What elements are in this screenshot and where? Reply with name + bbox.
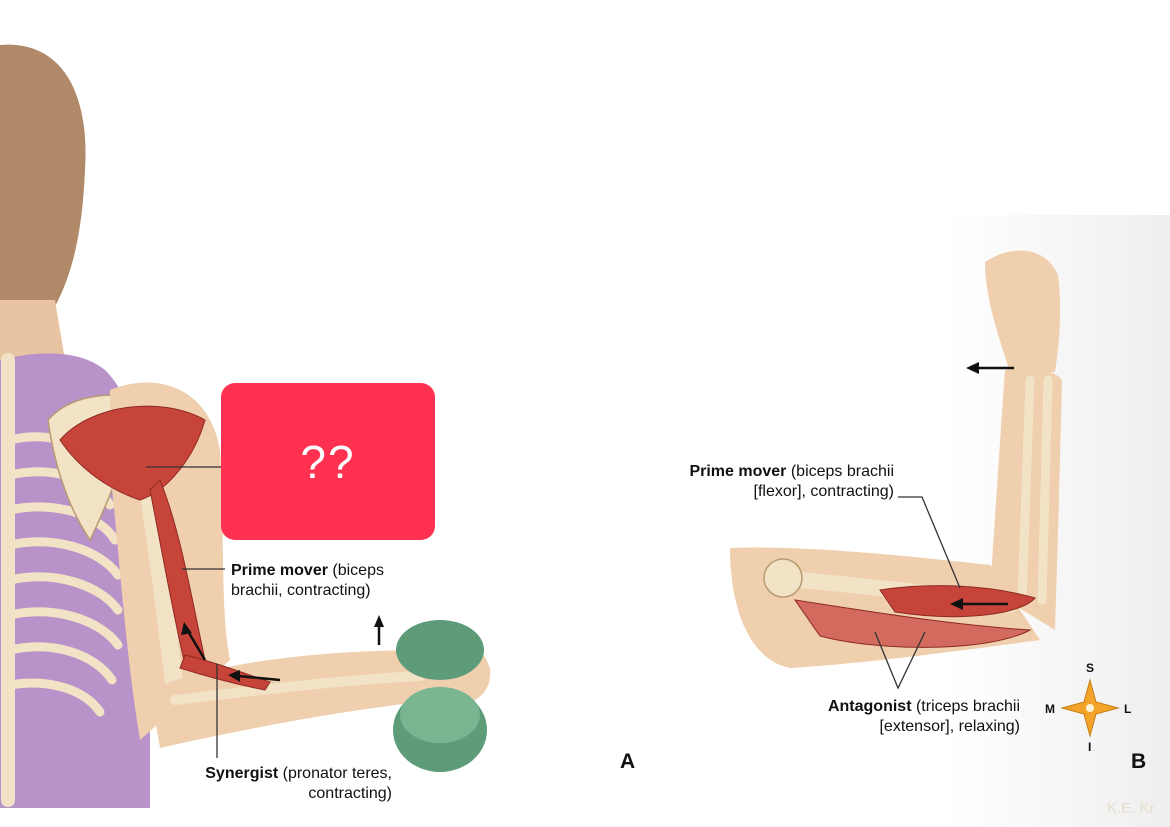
compass-rose-icon (1060, 678, 1120, 738)
label-a-synergist-line1: (pronator teres, (278, 765, 392, 782)
hidden-label-text: ?? (300, 435, 356, 488)
deltoid-muscle (59, 405, 206, 501)
motion-arrows-b (950, 362, 1014, 610)
forearm-bones (170, 671, 425, 705)
compass-superior-label: S (1086, 661, 1095, 675)
label-b-antagonist-term: Antagonist (827, 698, 912, 715)
label-a-prime-mover: Prime mover (biceps brachii, contracting… (231, 561, 384, 601)
b-hand (985, 250, 1061, 372)
label-b-antagonist: Antagonist (triceps brachii [extensor], … (720, 697, 1020, 737)
label-b-prime-mover-line1: (biceps brachii (786, 463, 894, 480)
panel-label-b: B (1131, 750, 1147, 773)
label-b-prime-mover: Prime mover (biceps brachii [flexor], co… (600, 462, 894, 502)
label-b-antagonist-line1: (triceps brachii (911, 698, 1020, 715)
hair (0, 44, 86, 330)
dumbbell (393, 620, 487, 772)
pronator-teres-muscle (179, 654, 271, 691)
label-a-prime-mover-term: Prime mover (231, 562, 328, 579)
label-a-synergist-term: Synergist (205, 765, 279, 782)
panel-b-figure (730, 250, 1120, 738)
leader-lines-b (874, 496, 961, 690)
label-a-prime-mover-line1: (biceps (327, 562, 384, 579)
hidden-label-mask: ?? (221, 383, 435, 540)
label-a-synergist: Synergist (pronator teres, contracting) (142, 764, 392, 804)
panel-label-a: A (620, 750, 636, 773)
label-b-prime-mover-term: Prime mover (689, 463, 787, 480)
b-radius-ulna (1017, 375, 1053, 605)
label-b-antagonist-line2: [extensor], relaxing) (879, 718, 1020, 735)
leader-lines-a (146, 466, 225, 758)
compass-medial-label: M (1045, 702, 1055, 716)
compass-inferior-label: I (1088, 740, 1092, 754)
compass-lateral-label: L (1124, 702, 1132, 716)
panel-a-figure (0, 44, 491, 808)
watermark: K.E. Kr (1107, 800, 1155, 817)
rib-cage (1, 353, 123, 807)
b-humeral-head (763, 558, 803, 598)
neck (0, 300, 65, 370)
motion-arrows-a (181, 615, 384, 682)
b-triceps-muscle (793, 599, 1032, 648)
label-b-prime-mover-line2: [flexor], contracting) (753, 483, 895, 500)
label-a-synergist-line2: contracting) (308, 785, 392, 802)
label-a-prime-mover-line2: brachii, contracting) (231, 582, 371, 599)
